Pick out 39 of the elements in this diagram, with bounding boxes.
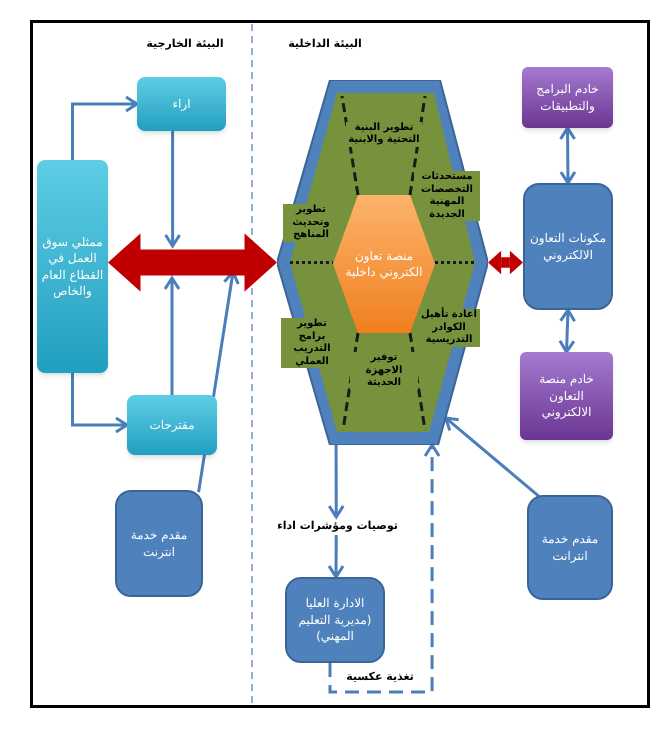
label-text: مستحدثات التخصصات المهنية الجديدة bbox=[414, 171, 480, 221]
server-box bbox=[520, 352, 613, 440]
box-label: منصة تعاون الكتروني داخلية bbox=[344, 248, 424, 280]
arrow bbox=[164, 131, 182, 248]
process-box bbox=[523, 183, 613, 310]
box-label: مقدم خدمة انترانت bbox=[540, 531, 600, 564]
process-box bbox=[137, 77, 226, 131]
arrow bbox=[558, 308, 576, 354]
arrow bbox=[559, 126, 576, 184]
process-box bbox=[527, 495, 613, 600]
box-label: خادم منصة التعاون الالكتروني bbox=[538, 371, 595, 421]
section-heading: البيئة الخارجية bbox=[145, 36, 225, 52]
server-box bbox=[522, 67, 613, 128]
label-text: اعادة تأهيل الكوادر التدريسية bbox=[418, 309, 480, 347]
arrow bbox=[328, 444, 441, 694]
box-label: اراء bbox=[172, 96, 191, 112]
box-label: مكونات التعاون الالكتروني bbox=[529, 230, 607, 263]
process-box bbox=[37, 160, 108, 373]
label-text: تطوير البنية التحتية والابنية bbox=[346, 122, 422, 146]
box-label: ممثلي سوق العمل في القطاع العام والخاص bbox=[41, 234, 104, 300]
label-text: توصيات ومؤشرات اداء bbox=[277, 518, 398, 534]
hexagon-frame bbox=[277, 80, 488, 445]
arrow bbox=[71, 373, 128, 434]
arrow bbox=[164, 276, 180, 395]
arrow bbox=[444, 416, 541, 498]
box-label: مقدم خدمة انترنت bbox=[130, 527, 188, 560]
arrow bbox=[71, 96, 138, 160]
arrow bbox=[328, 445, 345, 518]
box-label: خادم البرامج والتطبيقات bbox=[535, 81, 600, 114]
process-box bbox=[127, 395, 217, 455]
double-arrow bbox=[108, 233, 277, 292]
process-box bbox=[115, 490, 203, 597]
arrow bbox=[328, 534, 345, 578]
box-label: مقترحات bbox=[149, 416, 195, 434]
section-heading: البيئة الداخلية bbox=[287, 36, 363, 52]
double-arrow bbox=[488, 250, 523, 274]
process-box bbox=[285, 577, 385, 663]
box-label: الادارة العليا (مديرية التعليم المهني) bbox=[298, 595, 372, 645]
label-text: توفير الاجهزة الحديثة bbox=[350, 352, 418, 390]
